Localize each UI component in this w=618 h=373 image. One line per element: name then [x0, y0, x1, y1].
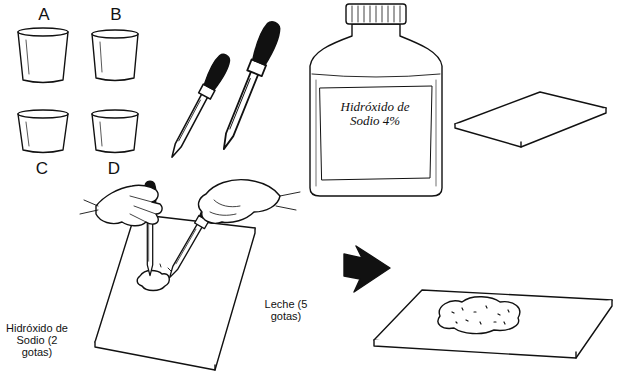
- beaker-letter: A: [36, 6, 52, 25]
- bottle-label: Hidróxido de Sodio 4%: [338, 100, 412, 129]
- dropper: [216, 19, 284, 152]
- beaker-letter: D: [106, 160, 122, 179]
- beaker-d: [92, 110, 138, 153]
- hand: [164, 180, 300, 281]
- curd: [438, 297, 520, 334]
- beaker-c: [18, 110, 68, 153]
- reagent-note: Leche (5 gotas): [256, 298, 316, 322]
- hand: [80, 181, 162, 276]
- bottle: [310, 4, 442, 196]
- dropper: [165, 52, 233, 161]
- beaker-letter: B: [108, 6, 124, 25]
- beaker-a: [18, 28, 68, 83]
- plate: [374, 290, 612, 358]
- plate: [95, 214, 255, 370]
- arrow: [344, 246, 390, 292]
- reagent-note: Hidróxido de Sodio (2 gotas): [4, 322, 70, 358]
- milk-drop: [137, 271, 169, 291]
- beaker-letter: C: [34, 160, 50, 179]
- plate: [455, 92, 606, 147]
- beaker-b: [92, 30, 138, 81]
